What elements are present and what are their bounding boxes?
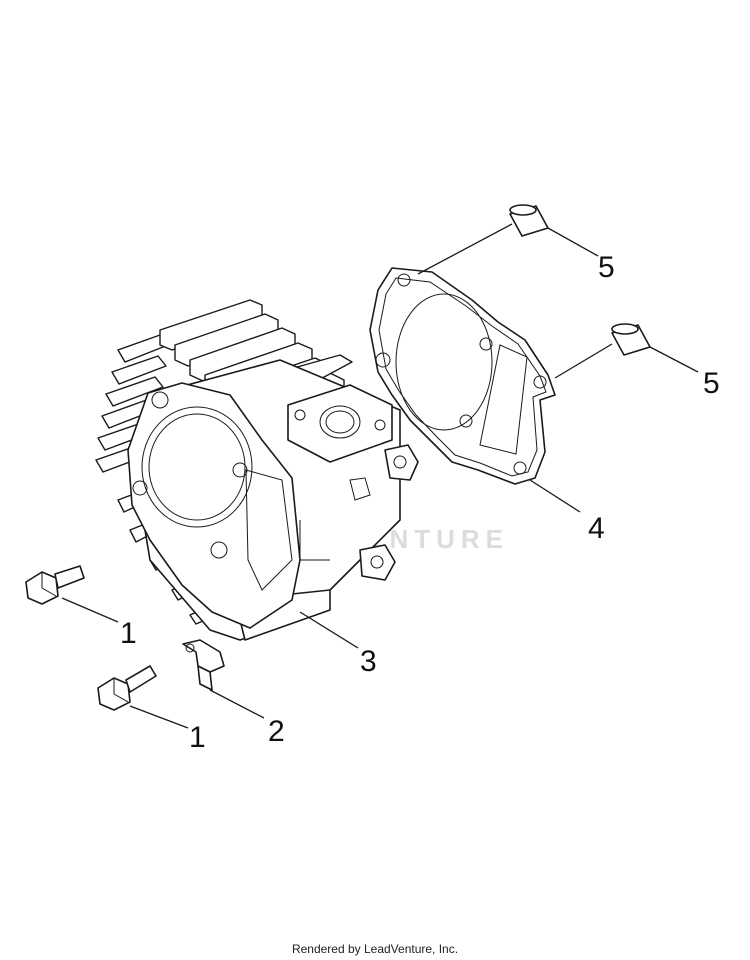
dowel-pin-upper[interactable] — [509, 204, 549, 237]
callout-4: 4 — [588, 512, 605, 545]
callout-1-lower: 1 — [189, 721, 206, 754]
cylinder-bosses — [299, 444, 419, 581]
callout-1-upper: 1 — [120, 617, 137, 650]
hose-clamp[interactable] — [182, 639, 225, 691]
intake-port — [287, 384, 393, 463]
dowel-pin-lower[interactable] — [611, 323, 651, 356]
flange-bolt-upper[interactable] — [25, 565, 85, 605]
footer-credit: Rendered by LeadVenture, Inc. — [291, 942, 459, 956]
callout-2: 2 — [268, 715, 285, 748]
cylinder-gasket[interactable] — [369, 267, 556, 485]
callout-3: 3 — [360, 645, 377, 678]
cylinder-block[interactable] — [95, 299, 419, 641]
callout-5-lower: 5 — [703, 367, 720, 400]
callout-5-upper: 5 — [598, 251, 615, 284]
flange-bolt-lower[interactable] — [97, 665, 157, 711]
leader-lines — [61, 223, 699, 729]
